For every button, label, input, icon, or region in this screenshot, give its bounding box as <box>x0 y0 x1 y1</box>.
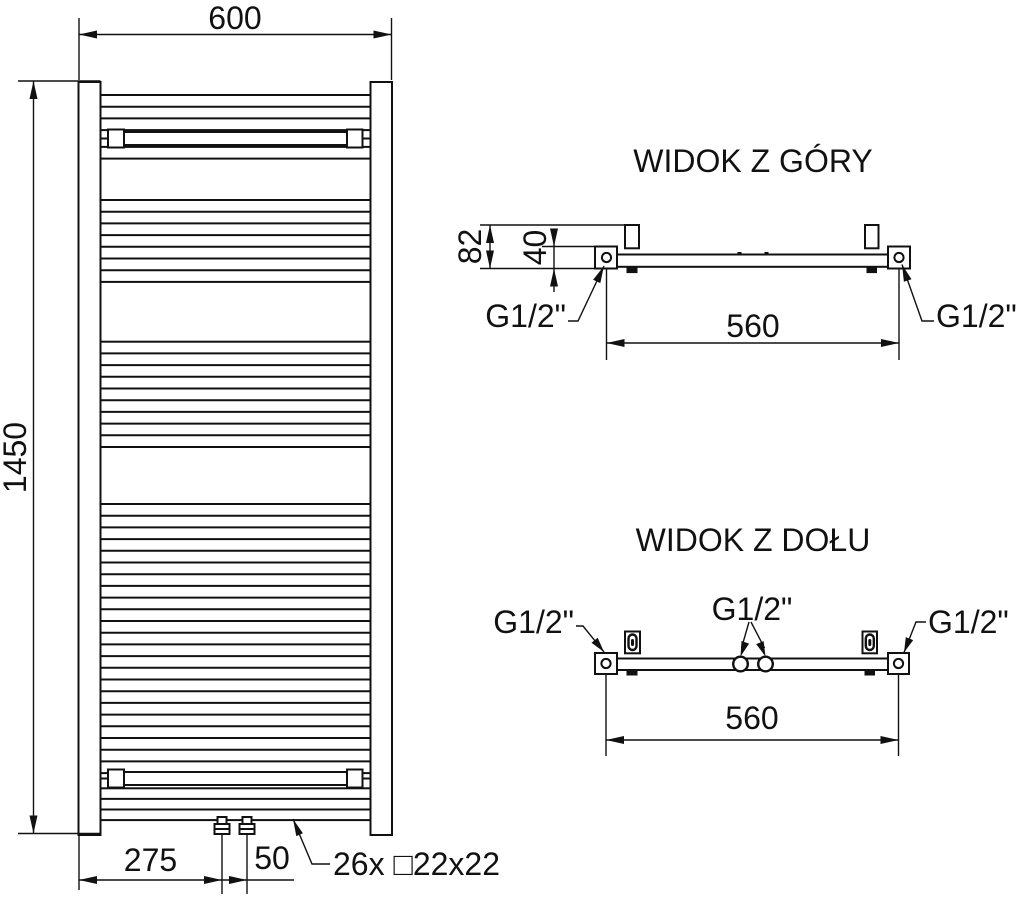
center-port-left-circle <box>732 655 750 673</box>
bracket-foot-right <box>866 266 877 274</box>
bracket-top-left <box>624 224 640 250</box>
right-column <box>369 81 393 836</box>
bottom-thread-right-label: G1/2" <box>928 604 1009 640</box>
collector-depth-label: 40 <box>517 230 553 266</box>
bottom-thread-center: G1/2" <box>712 591 793 657</box>
tube-group <box>99 787 372 822</box>
dimension-valve-positions: 275 50 <box>78 834 294 894</box>
towel-bar-top-left-cap <box>107 128 125 149</box>
bottom-thread-right: G1/2" <box>903 604 1009 653</box>
top-view: WIDOK Z GÓRY 82 40 <box>452 143 1017 360</box>
bracket-foot-left <box>626 266 638 274</box>
tube-count-callout: 26x □22x22 <box>292 818 500 882</box>
towel-bar-top <box>100 128 371 149</box>
valve-connections <box>213 816 256 835</box>
top-thread-right-label: G1/2" <box>936 298 1017 334</box>
bracket-bottom-left <box>624 630 641 655</box>
bottom-view-title: WIDOK Z DOŁU <box>636 522 871 558</box>
towel-bar-bottom-right-cap <box>346 768 364 789</box>
valve-stem-right <box>241 816 253 825</box>
tube-group <box>99 145 372 160</box>
tube-group <box>99 94 372 132</box>
height-dimension-label: 1450 <box>0 422 33 493</box>
towel-bar-top-right-cap <box>346 128 364 149</box>
dimension-top-560: 560 <box>605 269 900 360</box>
left-column <box>77 81 102 836</box>
valve-offset-label: 275 <box>124 842 177 878</box>
bottom-thread-center-label: G1/2" <box>712 591 793 627</box>
top-view-title: WIDOK Z GÓRY <box>633 143 872 179</box>
towel-bar-bottom-left-cap <box>107 768 125 789</box>
dimension-bottom-560: 560 <box>605 674 900 756</box>
bottom-view-bar <box>616 657 889 671</box>
valve-stem-left <box>216 816 228 825</box>
bottom-connection-spacing-label: 560 <box>725 700 778 736</box>
tube-count-label: 26x □22x22 <box>333 846 500 882</box>
tube-group <box>99 340 372 449</box>
towel-bar-bottom-rail <box>123 771 348 786</box>
dimension-width-600: 600 <box>78 0 393 80</box>
bottom-bracket-foot-right <box>864 670 875 676</box>
bracket-bottom-right <box>861 630 878 655</box>
center-port-right-circle <box>757 655 775 673</box>
center-port-mark-left <box>737 252 742 256</box>
radiator-tubes <box>99 94 372 822</box>
dimension-depth-40: 40 <box>517 228 558 292</box>
top-connection-spacing-label: 560 <box>726 308 779 344</box>
dimension-depth-82: 82 <box>452 225 494 269</box>
dimension-height-1450: 1450 <box>0 80 101 835</box>
port-right-circle <box>893 251 905 264</box>
bottom-view: WIDOK Z DOŁU G1/2" <box>493 522 1009 756</box>
top-thread-left-label: G1/2" <box>485 298 566 334</box>
front-view: 600 1450 275 50 26x □22x22 <box>0 0 500 894</box>
top-view-bar <box>616 253 889 268</box>
bottom-port-left-circle <box>600 657 612 670</box>
bottom-bracket-foot-left <box>626 670 638 676</box>
towel-bar-top-rail <box>123 131 348 146</box>
center-port-mark-right <box>764 252 769 256</box>
towel-bar-bottom <box>100 768 371 789</box>
top-thread-right: G1/2" <box>901 264 1017 334</box>
port-left-circle <box>600 251 613 264</box>
bottom-port-right-circle <box>892 657 905 670</box>
width-dimension-label: 600 <box>208 0 261 36</box>
bottom-thread-left-label: G1/2" <box>493 604 574 640</box>
tube-group <box>99 503 372 775</box>
valve-spacing-label: 50 <box>254 840 290 876</box>
total-depth-label: 82 <box>452 229 488 265</box>
top-thread-left: G1/2" <box>485 265 605 334</box>
bottom-thread-left: G1/2" <box>493 604 605 653</box>
bracket-top-right <box>864 224 880 250</box>
